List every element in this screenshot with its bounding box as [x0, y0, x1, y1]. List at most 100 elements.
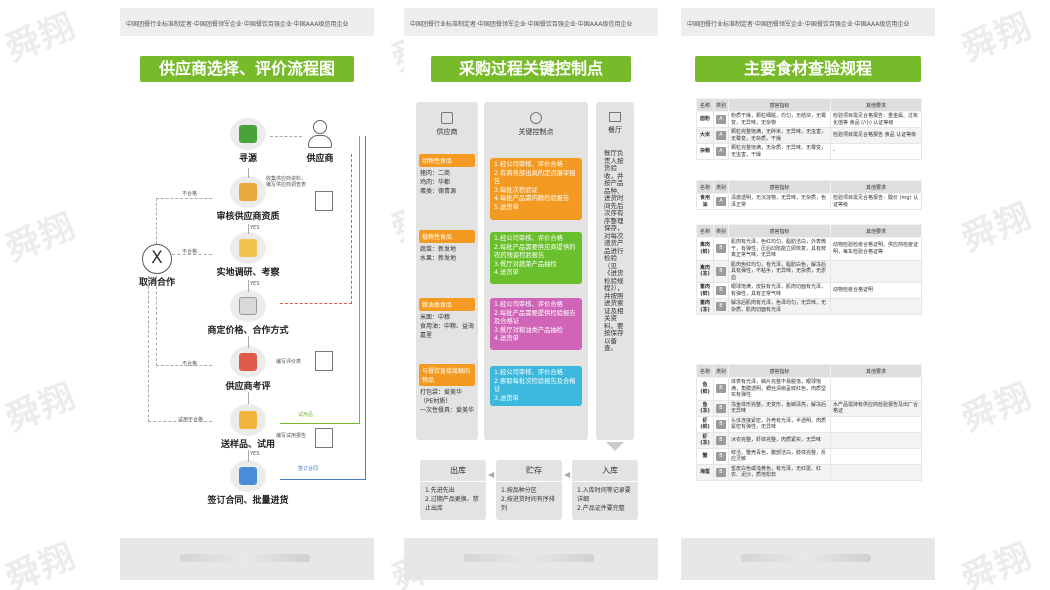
other-requirement: 检验项目需见合格报告 食品 认证等级 [830, 127, 922, 144]
food-name: 禽肉(鲜) [696, 237, 714, 261]
step-qualification: 审核供应商资质 [198, 176, 298, 222]
watermark: 舜翔 [0, 5, 83, 70]
table-header-cell: 类别 [713, 180, 729, 194]
building-icon [441, 112, 453, 124]
note-collect: 收集供应商资料，编写供应商调查表 [266, 176, 307, 188]
agreement-icon [230, 460, 266, 492]
outbound-title: 出库 [420, 460, 486, 482]
table-header-cell: 其他要求 [830, 224, 922, 238]
step-storage: 贮存 1.按品种分区 2.按进货时间有序排列 [496, 460, 562, 520]
table-header-cell: 名称 [696, 98, 714, 112]
other-requirement [830, 415, 922, 433]
food-name: 杂粮 [696, 143, 714, 160]
food-name: 虾(鲜) [696, 415, 714, 433]
yes-label: YES [250, 281, 260, 287]
food-name: 畜肉(冻) [696, 298, 714, 315]
grade-badge: B [716, 467, 726, 477]
connector [248, 224, 249, 234]
document-icon [315, 428, 333, 448]
table-header-cell: 名称 [696, 180, 714, 194]
supplier-flow-panel: 中国团餐行业标准制定者·中国团餐领军企业·中国餐饮百强企业·中国AAA级信用企业… [120, 8, 374, 580]
watermark: 舜翔 [956, 375, 1039, 440]
footer-bar [681, 538, 935, 580]
panel-tagline: 中国团餐行业标准制定者·中国团餐领军企业·中国餐饮百强企业·中国AAA级信用企业 [404, 8, 658, 36]
sensory-indicator: 颗粒完整饱满，无杂质，无异味，无霉变，无虫害，干燥 [728, 143, 831, 160]
control-box-contact: 1.经公司审核、评价合格 2.索取每批次检验报告及合格证 3.送货单 [490, 366, 582, 406]
step-sample-trial: 送样品、试用 [198, 404, 298, 450]
control-box-animal: 1.经公司审核、评价合格 2.有商务部出具的定点屠宰报告 3.每批次检验证 4.… [490, 158, 582, 220]
food-name: 禽肉(冻) [696, 259, 714, 283]
grade-badge: B [716, 266, 726, 276]
other-requirement [830, 298, 922, 315]
document-icon [315, 191, 333, 211]
panel-tagline: 中国团餐行业标准制定者·中国团餐领军企业·中国餐饮百强企业·中国AAA级信用企业 [120, 8, 374, 36]
inbound-title: 入库 [572, 460, 638, 482]
feedback-line [280, 136, 366, 480]
sensory-indicator: 冰衣完整，虾体完整，肉质紧实，无异味 [728, 431, 831, 449]
table-header-row: 名称类别感官指标其他要求 [696, 224, 922, 238]
footer-bar [404, 538, 658, 580]
feedback-line [280, 136, 360, 424]
food-name: 食用油 [696, 193, 714, 210]
category-plant: 植物性食品 蔬菜：新发地 水果：新发地 [416, 230, 478, 265]
grade-cell: B [713, 377, 729, 401]
table-header-cell: 类别 [713, 224, 729, 238]
note-unqualified: 不合格 [182, 361, 198, 367]
other-requirement [830, 259, 922, 283]
watermark: 舜翔 [0, 535, 83, 590]
grade-cell: B [713, 463, 729, 481]
control-point-column: 关键控制点 1.经公司审核、评价合格 2.有商务部出具的定点屠宰报告 3.每批次… [484, 102, 588, 440]
food-name: 畜肉(鲜) [696, 282, 714, 299]
sensory-indicator: 眼球饱满，皮肤有光泽，肌肉切面有光泽，有弹性，具有正常气味 [728, 282, 831, 299]
grade-cell: B [713, 282, 729, 299]
table-header-cell: 感官指标 [728, 224, 831, 238]
other-requirement: 检验项目需见合格报告：酸价 (mg) 认证等级 [830, 193, 922, 210]
storage-title: 贮存 [496, 460, 562, 482]
table-header-cell: 类别 [713, 364, 729, 378]
food-name: 面粉 [696, 111, 714, 128]
grade-cell: B [713, 431, 729, 449]
note-write-eval: 编写评价表 [276, 359, 302, 365]
canteen-column-title: 餐厅 [596, 102, 634, 135]
sensory-indicator: 体表有光泽，鳞片完整不易脱落，眼球饱满，角膜透明，鳃丝清晰呈鲜红色，肉质坚实有弹… [728, 377, 831, 401]
other-requirement [830, 377, 922, 401]
table-header-row: 名称类别感官指标其他要求 [696, 364, 922, 378]
close-icon: X [142, 244, 172, 274]
grade-badge: B [716, 451, 726, 461]
note-sign: 签订合同 [298, 466, 319, 472]
category-grain-oil: 粮油类食品 米面：中粮 食用油：中粮、益海嘉里 [416, 298, 478, 342]
note-trial-unqualified: 试用不合格 [178, 417, 204, 423]
gear-icon [530, 112, 542, 124]
panel-title: 主要食材查验规程 [695, 56, 921, 82]
grade-badge: B [716, 302, 726, 311]
grade-badge: A [716, 131, 726, 140]
table-header-cell: 其他要求 [830, 364, 922, 378]
left-arrow-icon: ◀ [564, 470, 571, 479]
grade-badge: B [716, 384, 726, 394]
connector [248, 450, 249, 462]
step-negotiate: 商定价格、合作方式 [190, 290, 306, 336]
table-header-cell: 名称 [696, 224, 714, 238]
connector [172, 254, 212, 255]
connector [156, 276, 212, 366]
grade-cell: B [713, 259, 729, 283]
connector [248, 280, 249, 292]
other-requirement: 动物检疫合格证明 [830, 282, 922, 299]
table-header-cell: 名称 [696, 364, 714, 378]
phone-icon [230, 118, 266, 150]
control-column-title: 关键控制点 [484, 102, 588, 137]
grade-badge: B [716, 403, 726, 413]
connector [248, 336, 249, 348]
connector [248, 168, 249, 178]
other-requirement: 水产品需持有供应商检验报告及出厂合格证 [830, 399, 922, 417]
step-contract: 签订合同、批量进货 [190, 460, 306, 506]
